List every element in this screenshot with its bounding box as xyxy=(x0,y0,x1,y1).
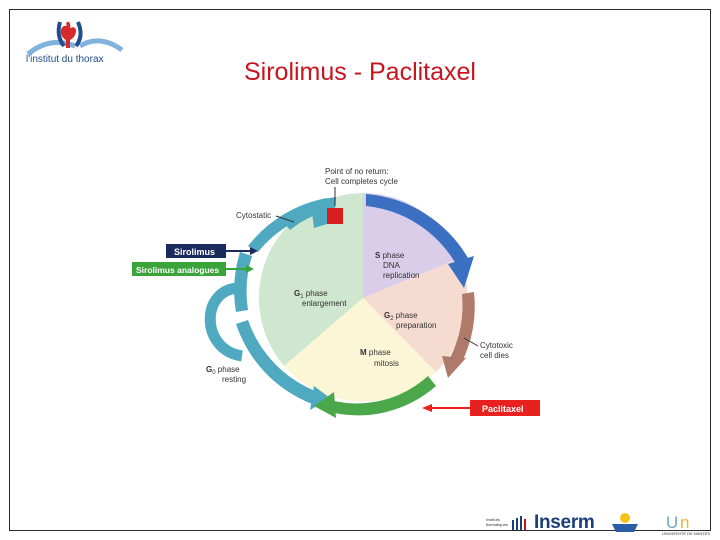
paclitaxel-arrowhead xyxy=(422,404,432,412)
sirolimus-analogues-box xyxy=(132,262,226,276)
cytostatic-pointer xyxy=(275,215,295,223)
green-arrowhead xyxy=(314,392,336,418)
footer-logos: Instituts thématiques Inserm U n UNIVERS… xyxy=(472,508,712,538)
s-label: S phase xyxy=(375,251,405,260)
s-sublabel-1: DNA xyxy=(383,261,401,270)
blue-arrowhead xyxy=(448,256,474,288)
g0-label: G0 phase xyxy=(206,365,240,376)
sirolimus-analogues-label: Sirolimus analogues xyxy=(136,265,219,275)
g1-outer-arc xyxy=(248,198,330,252)
teal-top-block xyxy=(312,208,327,228)
svg-text:U: U xyxy=(666,513,678,532)
cytostatic-label: Cytostatic xyxy=(236,211,271,220)
m-label: M phase xyxy=(360,348,391,357)
universite-label: UNIVERSITÉ DE NANTES xyxy=(662,531,711,536)
g1-sublabel: enlargement xyxy=(302,299,347,308)
logo-text: l'institut du thorax xyxy=(26,54,104,65)
lower-left-arc xyxy=(236,320,318,404)
sirolimus-box xyxy=(166,244,226,258)
g0-sublabel: resting xyxy=(222,375,246,384)
s-sublabel-2: replication xyxy=(383,271,419,280)
slide-title: Sirolimus - Paclitaxel xyxy=(0,58,720,87)
cytotoxic-pointer xyxy=(463,337,479,347)
paclitaxel-label: Paclitaxel xyxy=(482,404,524,414)
paclitaxel-box xyxy=(470,400,540,416)
g1-sector xyxy=(259,193,363,366)
cell-cycle-diagram: Sirolimus Sirolimus analogues Paclitaxel… xyxy=(130,160,550,425)
inserm-logo: Inserm xyxy=(534,512,595,533)
m-sublabel: mitosis xyxy=(374,359,399,368)
left-outer-arc xyxy=(234,252,252,312)
s-arc-arrow xyxy=(366,194,468,264)
g1-label: G1 phase xyxy=(294,289,328,300)
point-of-no-return-line2: Cell completes cycle xyxy=(325,177,398,186)
cell-cycle-pie xyxy=(259,193,468,402)
sirolimus-label: Sirolimus xyxy=(174,247,215,257)
m-sector xyxy=(284,298,436,402)
sirolimus-arrowhead xyxy=(250,247,258,255)
g2-arc-arrow xyxy=(450,292,475,364)
institut-bars-icon xyxy=(512,516,526,530)
cytotoxic-line1: Cytotoxic xyxy=(480,341,513,350)
cytotoxic-line2: cell dies xyxy=(480,351,509,360)
point-of-no-return-block xyxy=(327,208,343,224)
sirolimus-analogues-arrowhead xyxy=(246,265,254,273)
slide-title-text: Sirolimus - Paclitaxel xyxy=(243,58,476,86)
g0-loop xyxy=(204,282,244,362)
point-of-no-return-line1: Point of no return: xyxy=(325,167,389,176)
g2-sector xyxy=(363,258,468,372)
universite-nantes-logo: U n xyxy=(666,513,689,532)
partner-logo-icon xyxy=(612,513,638,532)
teal-arrowhead xyxy=(310,386,330,410)
brown-arrowhead xyxy=(442,356,466,378)
s-sector xyxy=(363,193,460,298)
institut-thorax-logo xyxy=(20,16,130,72)
g2-label: G2 phase xyxy=(384,311,418,322)
g2-sublabel: preparation xyxy=(396,321,436,330)
svg-text:n: n xyxy=(680,513,689,532)
institut-thematique-logo: Instituts thématiques xyxy=(486,517,508,527)
m-arc-arrow xyxy=(330,376,436,416)
